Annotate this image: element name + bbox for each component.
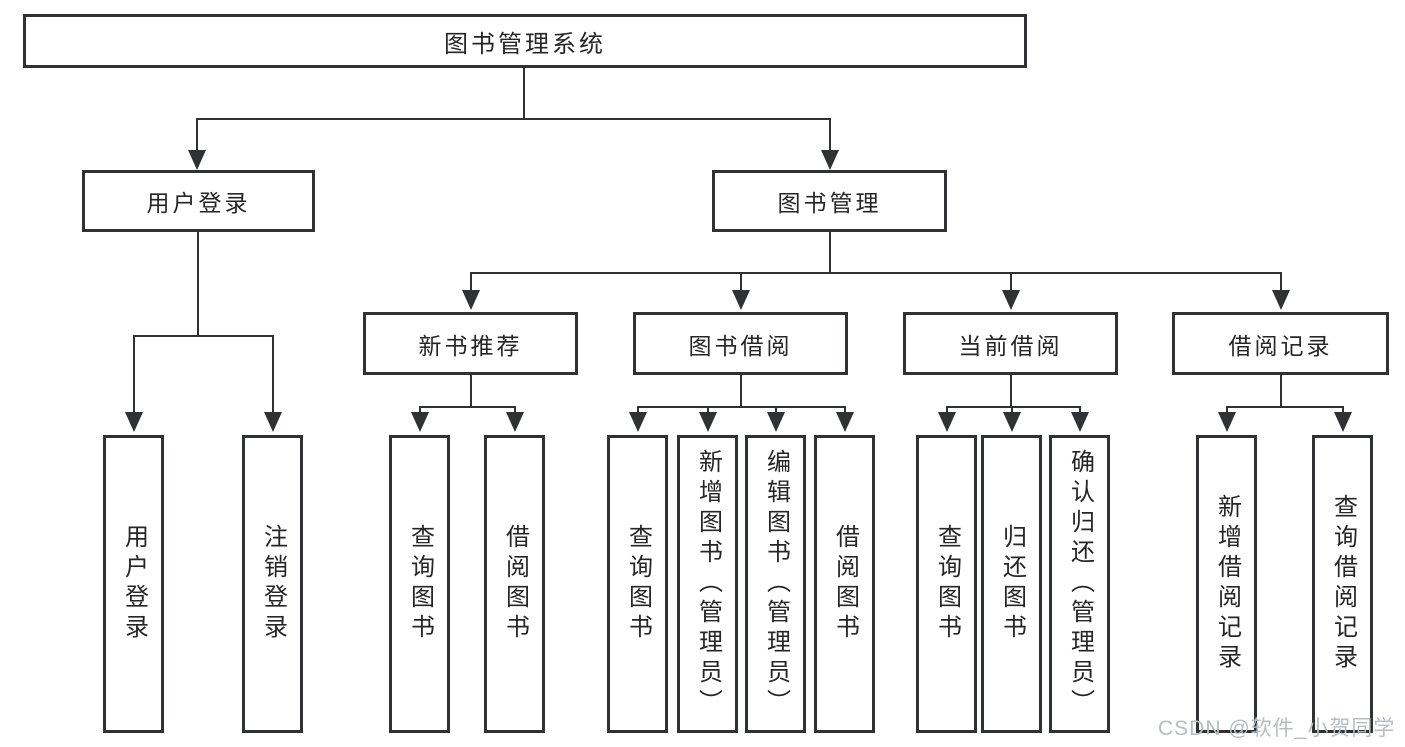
connector-drop-g1a	[637, 406, 639, 414]
connector-drop-g2a	[946, 406, 948, 414]
leaf-add-books-admin-label: 新增图书（管理员）	[694, 449, 722, 719]
connector-drop-g2b	[1011, 406, 1013, 414]
leaf-logout: 注销登录	[242, 435, 303, 733]
node-new-book-recommendation: 新书推荐	[363, 312, 578, 375]
arrowhead-g1c	[767, 412, 785, 432]
leaf-edit-books-admin: 编辑图书（管理员）	[745, 435, 806, 733]
node-new-book-recommendation-label: 新书推荐	[418, 332, 523, 359]
leaf-query-books-2: 查询图书	[607, 435, 668, 733]
connector-drop-g1c	[775, 406, 777, 414]
leaf-user-login-label: 用户登录	[120, 524, 148, 644]
leaf-add-borrow-record-label: 新增借阅记录	[1213, 494, 1241, 674]
connector-drop-g1	[740, 272, 742, 292]
connector-drop-g1d	[844, 406, 846, 414]
connector-g0-stub	[470, 375, 472, 406]
connector-drop-g3b	[1342, 406, 1344, 414]
connector-drop-g3a	[1226, 406, 1228, 414]
leaf-confirm-return-admin: 确认归还（管理员）	[1049, 435, 1110, 733]
leaf-borrow-books-1: 借阅图书	[484, 435, 545, 733]
connector-drop-login-2	[272, 335, 274, 414]
arrowhead-g1b	[699, 412, 717, 432]
node-root-label: 图书管理系统	[444, 30, 606, 58]
arrowhead-g0	[462, 290, 480, 310]
leaf-borrow-books-2-label: 借阅图书	[831, 524, 859, 644]
connector-drop-g2	[1010, 272, 1012, 292]
leaf-confirm-return-admin-label: 确认归还（管理员）	[1066, 449, 1094, 719]
connector-drop-mgmt	[829, 118, 831, 152]
connector-drop-g0a	[419, 406, 421, 414]
connector-drop-login	[196, 118, 198, 152]
arrowhead-g3a	[1218, 412, 1236, 432]
leaf-query-books-3: 查询图书	[916, 435, 977, 733]
connector-drop-g2c	[1079, 406, 1081, 414]
arrowhead-login	[188, 150, 206, 170]
connector-root-bar	[197, 118, 831, 120]
watermark: CSDN @软件_小贺同学	[1158, 717, 1396, 740]
leaf-borrow-books-1-label: 借阅图书	[501, 524, 529, 644]
node-current-borrowing: 当前借阅	[903, 312, 1118, 375]
leaf-query-books-3-label: 查询图书	[933, 524, 961, 644]
node-current-borrowing-label: 当前借阅	[958, 332, 1063, 359]
leaf-user-login: 用户登录	[103, 435, 164, 733]
connector-g3-stub	[1280, 375, 1282, 406]
leaf-add-borrow-record: 新增借阅记录	[1196, 435, 1257, 733]
connector-drop-g3	[1280, 272, 1282, 292]
arrowhead-g2	[1002, 290, 1020, 310]
connector-login-bar	[133, 335, 274, 337]
connector-drop-login-1	[133, 335, 135, 414]
connector-drop-g0	[470, 272, 472, 292]
node-book-management: 图书管理	[712, 170, 947, 232]
arrowhead-g1a	[629, 412, 647, 432]
leaf-query-books-1: 查询图书	[389, 435, 450, 733]
connector-g2-stub	[1010, 375, 1012, 406]
leaf-query-borrow-record-label: 查询借阅记录	[1329, 494, 1357, 674]
arrowhead-g3b	[1334, 412, 1352, 432]
node-root: 图书管理系统	[23, 14, 1027, 68]
arrowhead-g2a	[938, 412, 956, 432]
arrowhead-g1	[732, 290, 750, 310]
arrowhead-g2c	[1071, 412, 1089, 432]
arrowhead-g0b	[506, 412, 524, 432]
connector-g1-stub	[740, 375, 742, 406]
arrowhead-login-2	[264, 412, 282, 432]
connector-g0-bar	[419, 406, 516, 408]
node-book-management-label: 图书管理	[777, 190, 882, 216]
arrowhead-login-1	[125, 412, 143, 432]
connector-root-stub	[523, 68, 525, 118]
leaf-return-books: 归还图书	[981, 435, 1042, 733]
connector-drop-g1b	[707, 406, 709, 414]
arrowhead-mgmt	[821, 150, 839, 170]
leaf-query-books-1-label: 查询图书	[406, 524, 434, 644]
connector-mgmt-stub	[829, 232, 831, 272]
arrowhead-g1d	[836, 412, 854, 432]
connector-mgmt-bar	[470, 272, 1282, 274]
node-user-login: 用户登录	[82, 170, 315, 232]
connector-g2-bar	[946, 406, 1081, 408]
node-book-borrowing: 图书借阅	[633, 312, 848, 375]
leaf-add-books-admin: 新增图书（管理员）	[677, 435, 738, 733]
connector-login-stub	[197, 232, 199, 335]
leaf-edit-books-admin-label: 编辑图书（管理员）	[762, 449, 790, 719]
leaf-query-borrow-record: 查询借阅记录	[1312, 435, 1373, 733]
arrowhead-g2b	[1003, 412, 1021, 432]
connector-drop-g0b	[514, 406, 516, 414]
arrowhead-g3	[1272, 290, 1290, 310]
leaf-query-books-2-label: 查询图书	[624, 524, 652, 644]
leaf-borrow-books-2: 借阅图书	[814, 435, 875, 733]
connector-g3-bar	[1226, 406, 1344, 408]
connector-g1-bar	[637, 406, 846, 408]
node-user-login-label: 用户登录	[146, 190, 251, 216]
node-borrowing-records-label: 借阅记录	[1228, 332, 1333, 359]
leaf-logout-label: 注销登录	[259, 524, 287, 644]
arrowhead-g0a	[411, 412, 429, 432]
leaf-return-books-label: 归还图书	[998, 524, 1026, 644]
node-book-borrowing-label: 图书借阅	[688, 332, 793, 359]
node-borrowing-records: 借阅记录	[1172, 312, 1389, 375]
